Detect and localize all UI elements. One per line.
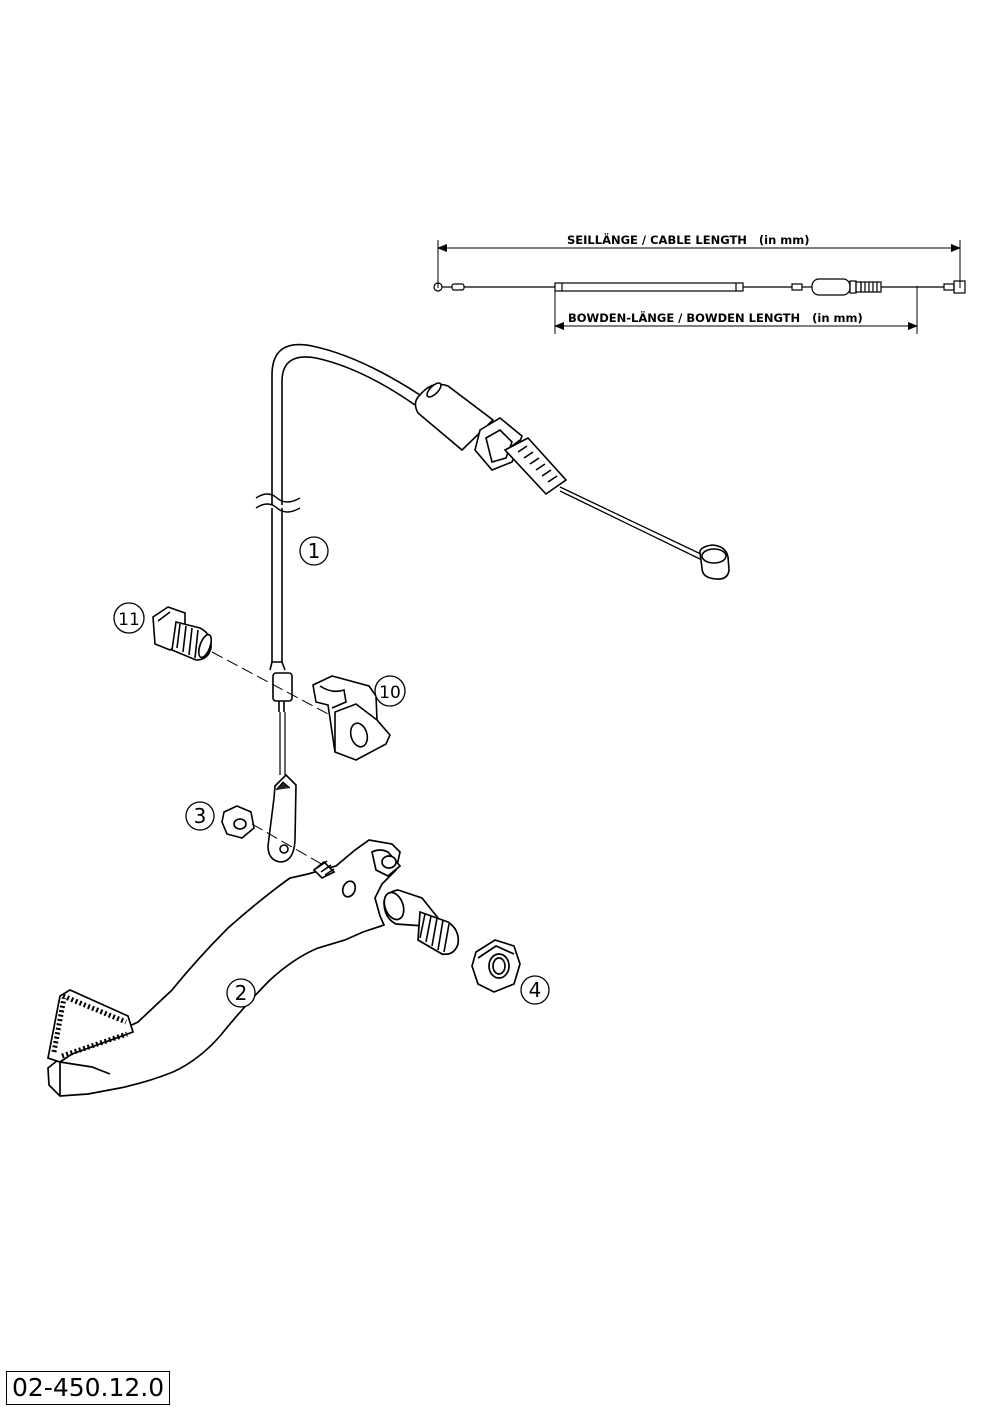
callout-4-number: 4 [529,978,542,1002]
callout-2: 2 [226,978,256,1008]
cable-bracket-part [312,675,391,761]
bolt-part [152,606,213,661]
drawing-number-label: 02-450.12.0 [6,1371,171,1405]
cable-length-detail: SEILLÄNGE / CABLE LENGTH (in mm) BOWDEN-… [433,232,966,334]
cable-length-label: SEILLÄNGE / CABLE LENGTH (in mm) [567,232,810,247]
callout-10-number: 10 [379,683,401,703]
callout-11: 11 [113,602,145,634]
callout-10: 10 [374,675,406,707]
nut-centerline [251,823,326,867]
bolt-centerline [211,651,331,716]
flange-nut-part [471,939,521,993]
callout-11-number: 11 [118,610,140,630]
nut-part [221,805,255,839]
callout-1: 1 [299,536,329,566]
callout-1-number: 1 [308,539,321,563]
callout-4: 4 [520,975,550,1005]
bowden-length-label: BOWDEN-LÄNGE / BOWDEN LENGTH (in mm) [568,310,863,325]
callout-2-number: 2 [235,981,248,1005]
callout-3: 3 [185,801,215,831]
callout-3-number: 3 [194,804,207,828]
bowden-cable-part [255,343,730,863]
brake-pedal-part [47,839,460,1097]
